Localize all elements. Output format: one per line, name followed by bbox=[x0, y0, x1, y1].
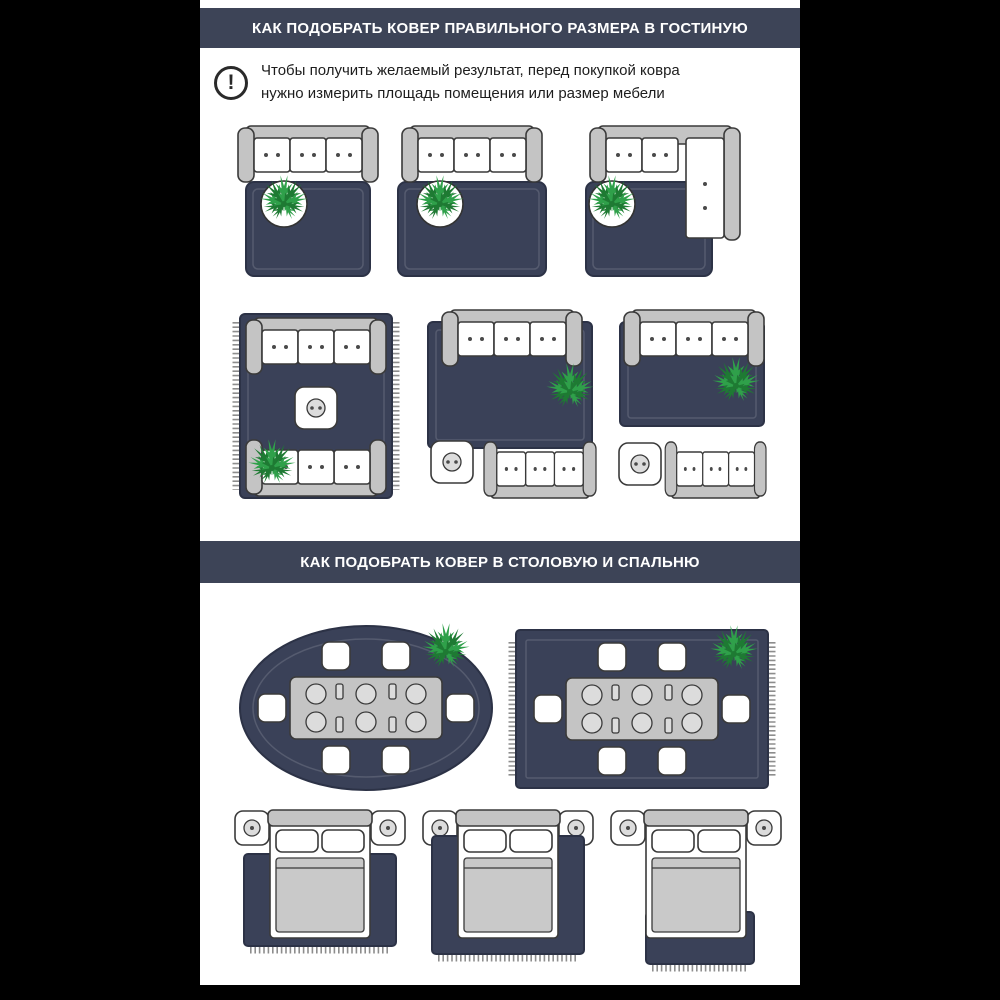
dining-diagram-rect-rug bbox=[508, 625, 776, 789]
sofa-icon bbox=[237, 125, 379, 183]
warning-icon: ! bbox=[214, 65, 248, 100]
infographic-diagrams bbox=[232, 125, 782, 972]
armchair-icon bbox=[618, 442, 662, 486]
nightstand-icon bbox=[234, 810, 270, 846]
dining-diagram-oval-rug bbox=[239, 623, 493, 791]
rug-border bbox=[252, 638, 480, 778]
livingroom-diagram-1 bbox=[237, 125, 379, 277]
nightstand-icon bbox=[746, 810, 782, 846]
note-line-1: Чтобы получить желаемый результат, перед… bbox=[261, 62, 680, 79]
sofa-icon bbox=[401, 125, 543, 183]
rug-border bbox=[404, 188, 540, 270]
coffee-table-icon bbox=[294, 386, 338, 430]
note-line-2: нужно измерить площадь помещения или раз… bbox=[261, 84, 665, 102]
livingroom-diagram-5 bbox=[427, 309, 597, 499]
armchair-icon bbox=[430, 440, 474, 484]
section-title-dining-bedroom: КАК ПОДОБРАТЬ КОВЕР В СТОЛОВУЮ И СПАЛЬНЮ bbox=[200, 541, 800, 583]
bed-icon bbox=[643, 809, 749, 939]
livingroom-diagram-2 bbox=[397, 125, 547, 277]
bed-icon bbox=[267, 809, 373, 939]
section-title-livingroom-text: КАК ПОДОБРАТЬ КОВЕР ПРАВИЛЬНОГО РАЗМЕРА … bbox=[252, 19, 748, 37]
nightstand-icon bbox=[370, 810, 406, 846]
livingroom-diagram-4 bbox=[232, 313, 400, 499]
livingroom-diagram-3 bbox=[585, 125, 741, 277]
sofa-icon bbox=[483, 441, 597, 499]
section-title-livingroom: КАК ПОДОБРАТЬ КОВЕР ПРАВИЛЬНОГО РАЗМЕРА … bbox=[200, 8, 800, 48]
nightstand-icon bbox=[610, 810, 646, 846]
rug-border bbox=[525, 639, 759, 779]
bedroom-diagram-1 bbox=[234, 809, 406, 954]
sofa-icon bbox=[664, 441, 767, 499]
measurement-note-text: Чтобы получить желаемый результат, перед… bbox=[261, 60, 680, 105]
bedroom-diagram-3 bbox=[610, 809, 782, 972]
measurement-note: ! Чтобы получить желаемый результат, пер… bbox=[214, 60, 794, 105]
content-panel: КАК ПОДОБРАТЬ КОВЕР ПРАВИЛЬНОГО РАЗМЕРА … bbox=[200, 0, 800, 985]
bed-icon bbox=[455, 809, 561, 939]
section-title-dining-bedroom-text: КАК ПОДОБРАТЬ КОВЕР В СТОЛОВУЮ И СПАЛЬНЮ bbox=[300, 553, 700, 571]
livingroom-diagram-6 bbox=[618, 309, 767, 499]
bedroom-diagram-2 bbox=[422, 809, 594, 962]
rug-border bbox=[252, 188, 364, 270]
